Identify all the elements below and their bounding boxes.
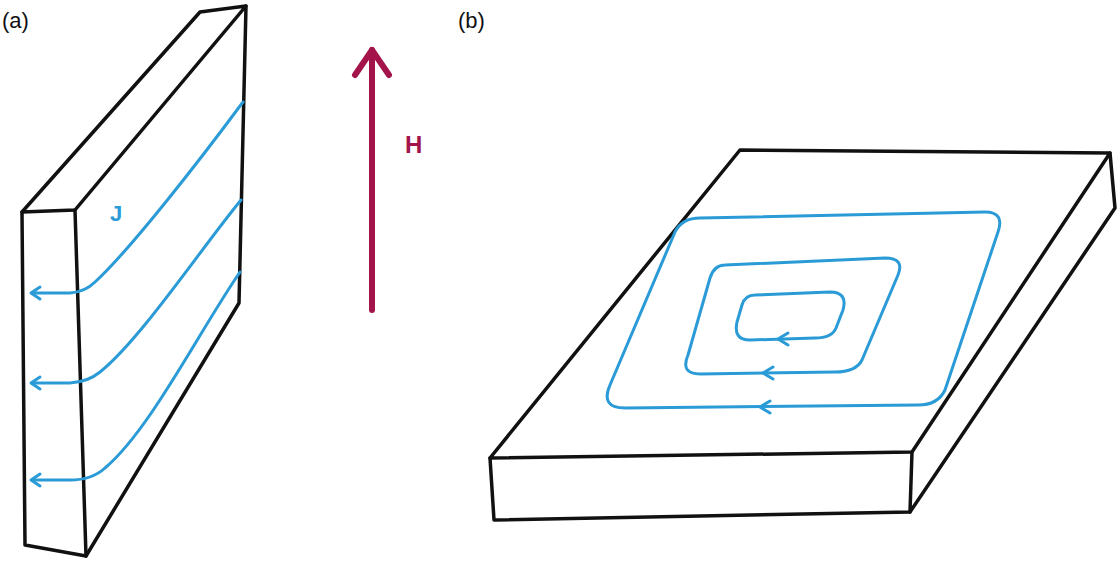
- slab-top-face: [22, 6, 246, 212]
- plate-front-face: [490, 452, 912, 520]
- field-label: H: [405, 133, 422, 157]
- slab-side-face: [86, 6, 246, 556]
- panel-label: (a): [2, 10, 29, 32]
- current-lines: [31, 102, 243, 486]
- plate-top-face: [490, 150, 1110, 458]
- plate-side-face: [910, 153, 1115, 512]
- panel-label: (b): [458, 10, 485, 32]
- current-label: J: [110, 203, 122, 225]
- field-arrow: [355, 50, 389, 310]
- eddy-currents: [607, 212, 1000, 413]
